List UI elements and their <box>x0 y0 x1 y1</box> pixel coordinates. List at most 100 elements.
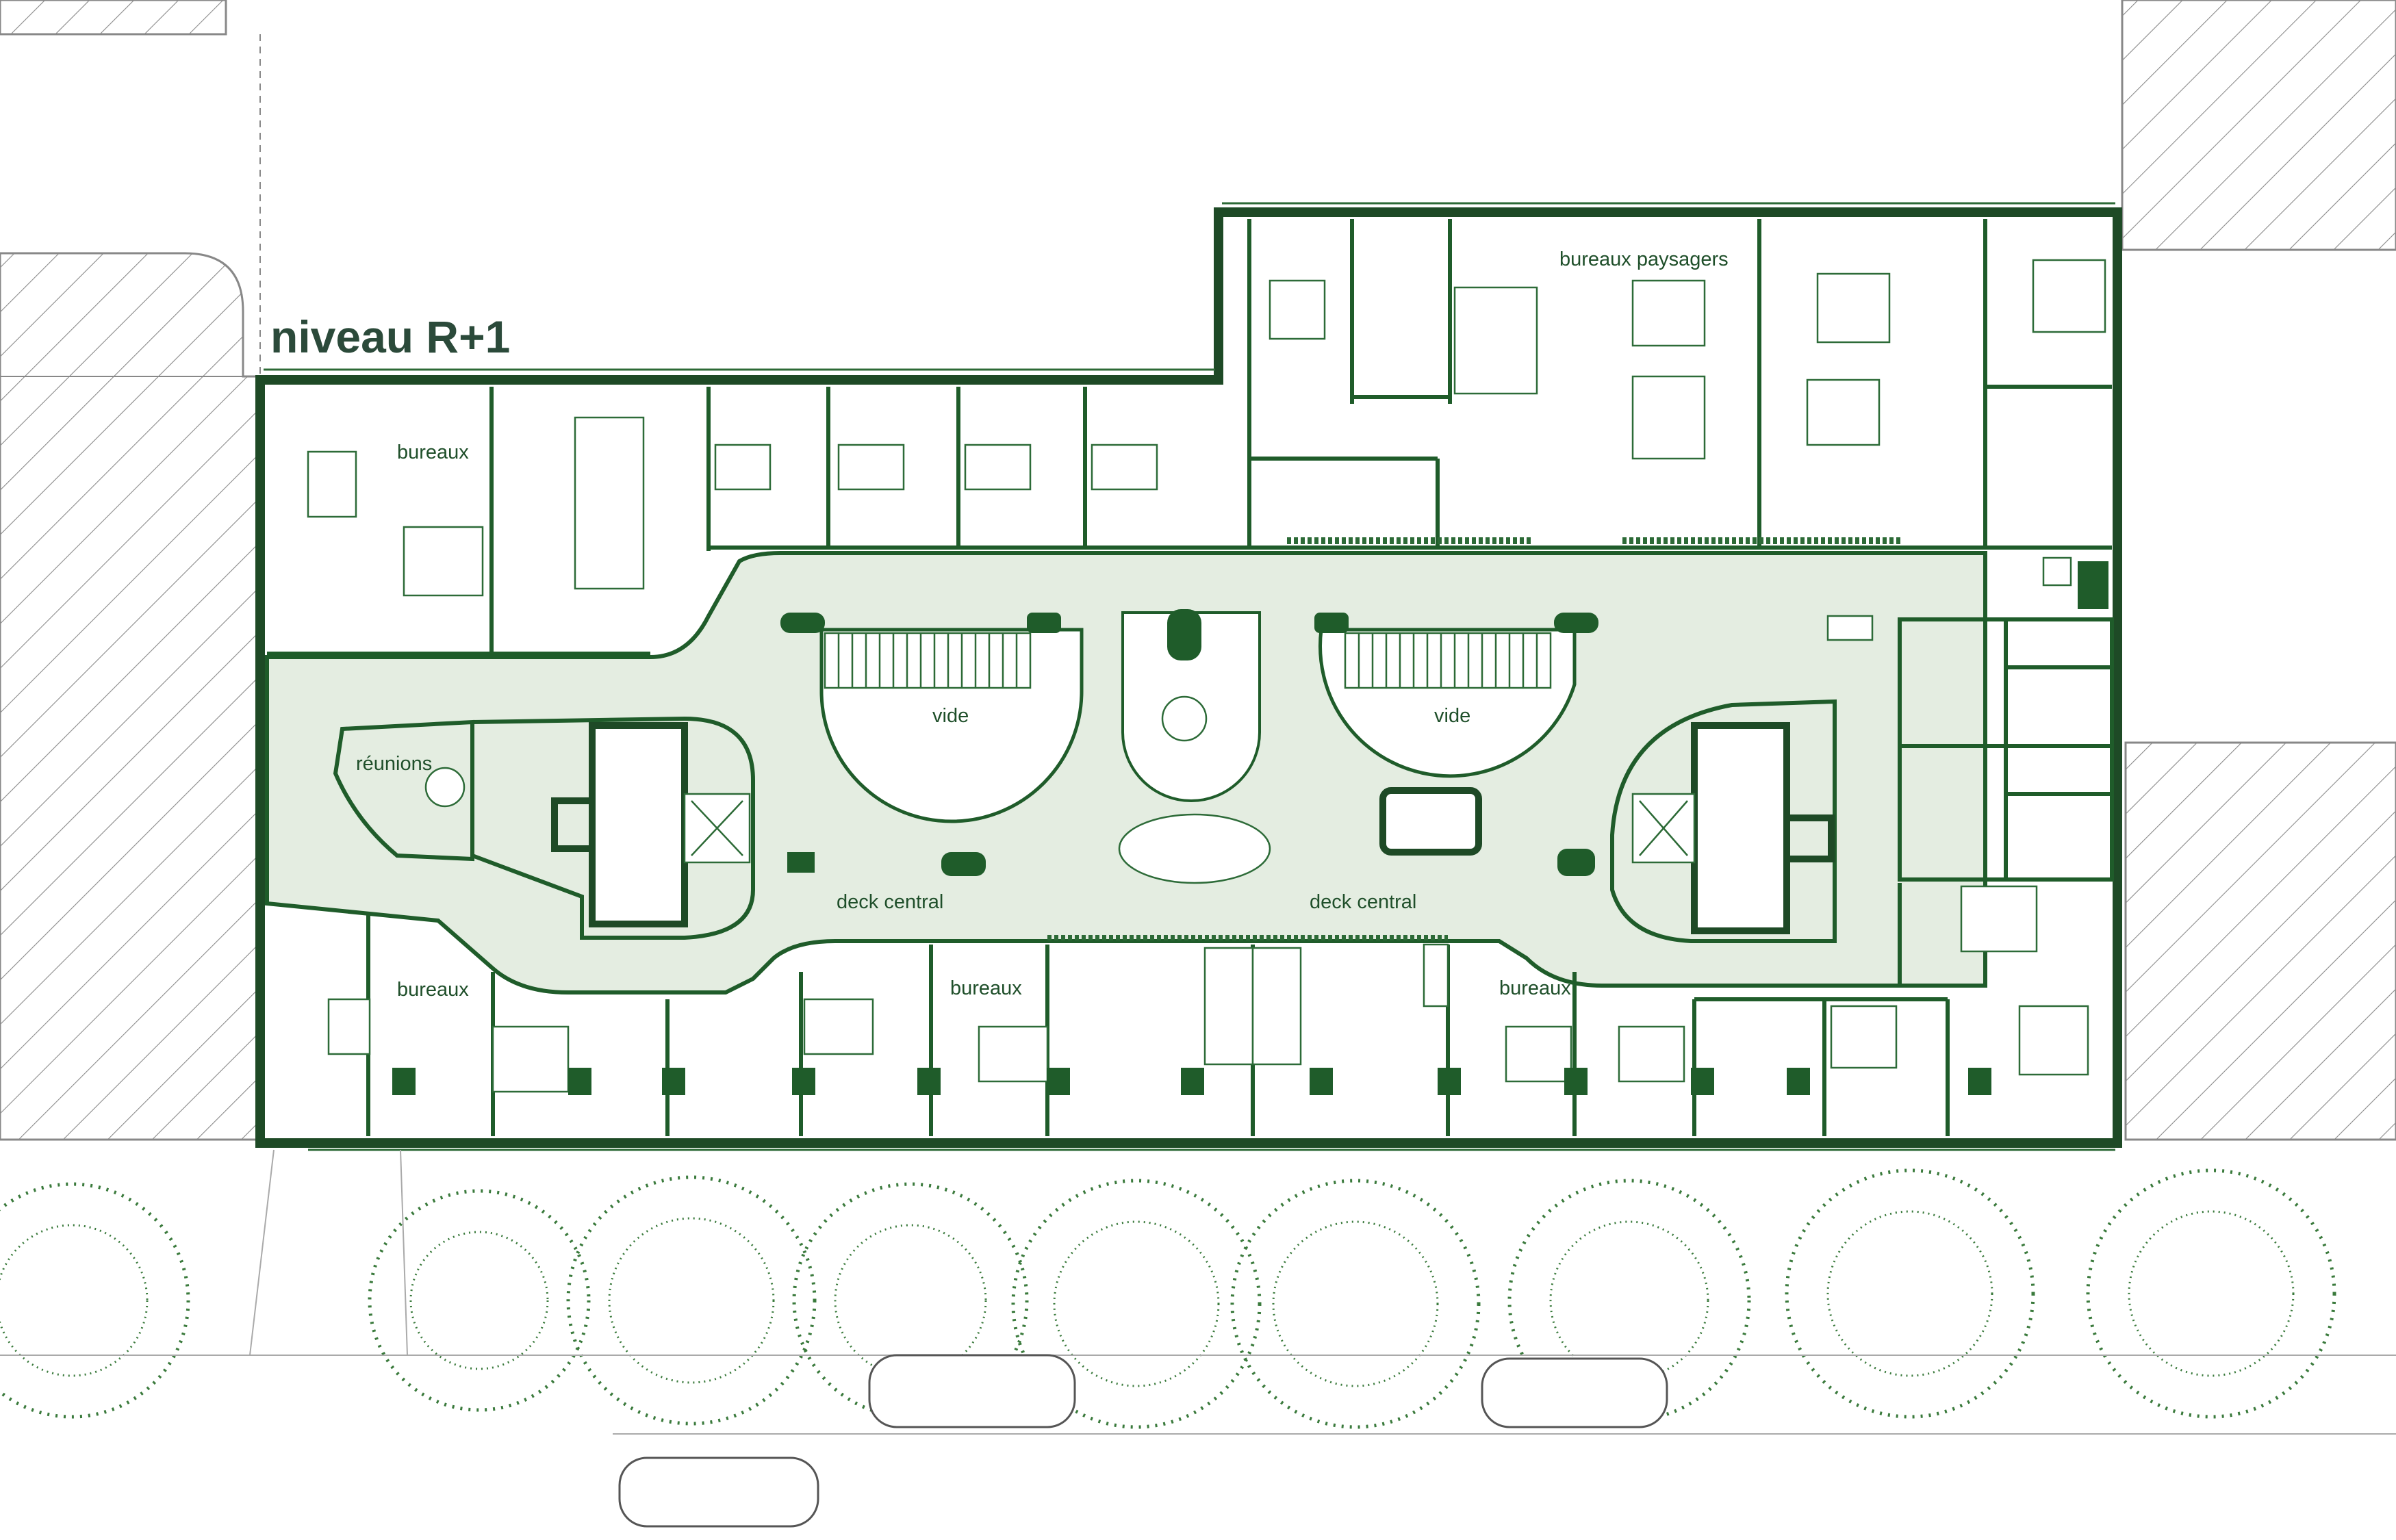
planter <box>941 852 986 876</box>
planter <box>1554 613 1598 633</box>
label-vide: vide <box>1434 705 1470 727</box>
neighbor-building-left <box>0 252 258 1141</box>
planter <box>1181 1068 1204 1095</box>
label-bureaux: bureaux <box>950 977 1022 999</box>
desk <box>327 998 371 1055</box>
building-envelope <box>255 202 2122 1151</box>
desk <box>1830 1005 1898 1069</box>
planter <box>1557 849 1595 876</box>
label-vide: vide <box>932 705 969 727</box>
tree <box>0 1182 190 1419</box>
desk <box>1505 1025 1572 1083</box>
tree-canopy <box>1272 1220 1439 1387</box>
planter <box>780 613 825 633</box>
tree-canopy <box>608 1217 775 1384</box>
neighbor-buildings <box>0 0 2396 1141</box>
tree-canopy <box>409 1231 549 1370</box>
void-left <box>780 613 1084 823</box>
planter <box>1787 1068 1810 1095</box>
label-reunions: réunions <box>356 753 432 775</box>
stair-treads <box>1344 632 1552 689</box>
desk <box>978 1025 1049 1083</box>
planter <box>1691 1068 1714 1095</box>
right-core <box>1610 699 1837 943</box>
planter <box>662 1068 685 1095</box>
label-bureaux: bureaux <box>1499 977 1571 999</box>
label-bureaux-paysagers: bureaux paysagers <box>1559 248 1729 270</box>
planter <box>917 1068 941 1095</box>
shaft <box>551 797 596 852</box>
planter <box>1047 1068 1070 1095</box>
exterior-wall <box>255 207 2122 1148</box>
tree-canopy <box>1549 1220 1709 1381</box>
desk <box>803 998 874 1055</box>
left-core <box>333 716 755 940</box>
void-right <box>1314 613 1598 778</box>
tree-canopy <box>2128 1210 2295 1377</box>
central-pavilion-core <box>1167 609 1201 660</box>
planter <box>392 1068 416 1095</box>
deck-furniture <box>424 609 1874 884</box>
parked-car <box>1481 1357 1668 1428</box>
planter <box>568 1068 591 1095</box>
desk <box>1091 444 1158 491</box>
label-deck-central: deck central <box>1310 891 1416 913</box>
planter <box>792 1068 815 1095</box>
elevator-cross <box>1639 800 1688 856</box>
desk <box>574 416 645 590</box>
desk <box>403 526 484 597</box>
round-table <box>424 767 466 808</box>
planter <box>1314 613 1349 633</box>
tree <box>2086 1168 2336 1419</box>
desk <box>1269 279 1326 340</box>
tree-canopy <box>1826 1210 1993 1377</box>
parked-car <box>868 1354 1076 1428</box>
desk <box>1631 279 1706 347</box>
neighbor-building-right <box>2124 741 2396 1141</box>
planter <box>1968 1068 1991 1095</box>
neighbor-building-top-left <box>0 0 227 36</box>
tree <box>566 1175 817 1426</box>
neighbor-building-top-right <box>2121 0 2396 251</box>
sink <box>2042 556 2072 587</box>
shaft <box>1783 814 1835 862</box>
desk <box>714 444 772 491</box>
planter <box>1027 613 1061 633</box>
planter <box>1310 1068 1333 1095</box>
planter <box>787 852 815 873</box>
meeting-room-wall <box>333 719 474 862</box>
core-wall <box>471 716 755 940</box>
parked-car <box>618 1456 819 1528</box>
tree <box>368 1189 591 1412</box>
plan-title: niveau R+1 <box>270 311 510 362</box>
round-table <box>1161 695 1208 742</box>
desk <box>1453 286 1538 395</box>
desk <box>2032 259 2106 333</box>
tree <box>1230 1179 1481 1429</box>
kiosk <box>1379 787 1482 856</box>
curb-line <box>249 1149 275 1356</box>
desk <box>1960 885 2038 953</box>
stair-treads <box>824 632 1032 689</box>
tree <box>1011 1179 1262 1429</box>
tree <box>1785 1168 2035 1419</box>
desk <box>837 444 905 491</box>
tree <box>1507 1179 1751 1422</box>
core-wall <box>1610 699 1837 943</box>
street <box>0 1149 2396 1528</box>
technical-panel <box>2078 561 2108 609</box>
tree-canopies <box>0 1210 2295 1387</box>
tree-canopy <box>0 1224 149 1377</box>
desk <box>2018 1005 2089 1076</box>
desk <box>1251 947 1302 1066</box>
tree-canopy <box>834 1224 987 1377</box>
desk <box>492 1025 570 1093</box>
office-desks <box>307 259 2106 1093</box>
central-table <box>1118 813 1271 884</box>
desk <box>1618 1025 1685 1083</box>
desk <box>1631 375 1706 460</box>
label-deck-central: deck central <box>837 891 943 913</box>
office-walls-top-right <box>1247 219 2112 550</box>
label-bureaux: bureaux <box>397 441 469 463</box>
